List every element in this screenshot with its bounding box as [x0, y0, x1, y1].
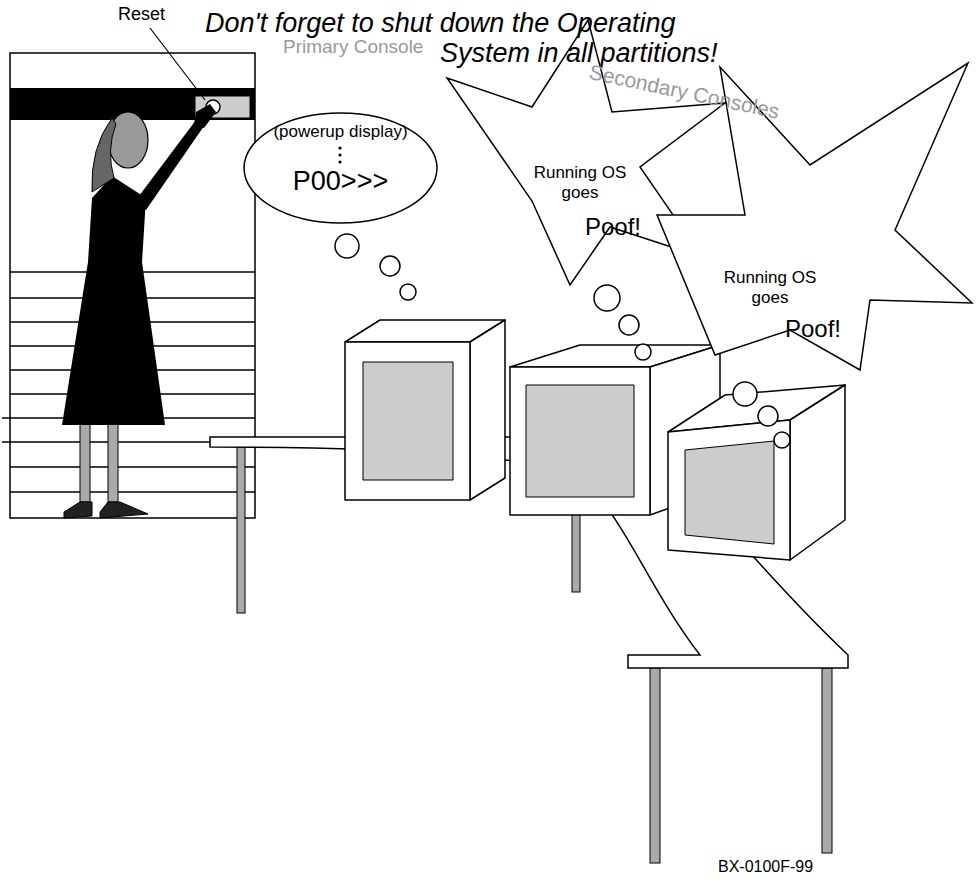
bubble-text: Running OS goes	[520, 163, 640, 202]
bubble-outline	[244, 113, 437, 223]
bubble-text: Poof!	[785, 315, 865, 343]
bubble-text: Running OS goes	[710, 268, 830, 307]
spacer	[735, 8, 977, 38]
thought-bubble: (powerup display) P00>>>	[243, 112, 438, 224]
text-label: Reset	[118, 4, 165, 24]
primary-monitor	[345, 320, 505, 500]
label-box: BX-0100F-99	[718, 858, 813, 876]
operator-figure	[62, 104, 216, 518]
text-label: Primary Console	[283, 36, 423, 57]
secondary-monitor	[668, 385, 845, 560]
warning-note: Don't forget to shut down the Operating …	[205, 8, 718, 68]
bubble-text: P00>>>	[243, 166, 438, 197]
label-box: Primary Console	[283, 36, 423, 58]
label-box: Reset	[118, 4, 165, 25]
bubble-text: Poof!	[585, 213, 665, 241]
ellipsis-dot	[338, 153, 341, 156]
ellipsis-dot	[338, 160, 341, 163]
leader-line	[150, 28, 205, 100]
label-box: Don't forget to shut down the Operating …	[440, 8, 977, 68]
bubble-text: (powerup display)	[243, 122, 438, 142]
text-label: BX-0100F-99	[718, 858, 813, 875]
burst-outline	[657, 63, 972, 370]
ellipsis-dot	[338, 146, 341, 149]
system-cabinet	[10, 53, 255, 518]
